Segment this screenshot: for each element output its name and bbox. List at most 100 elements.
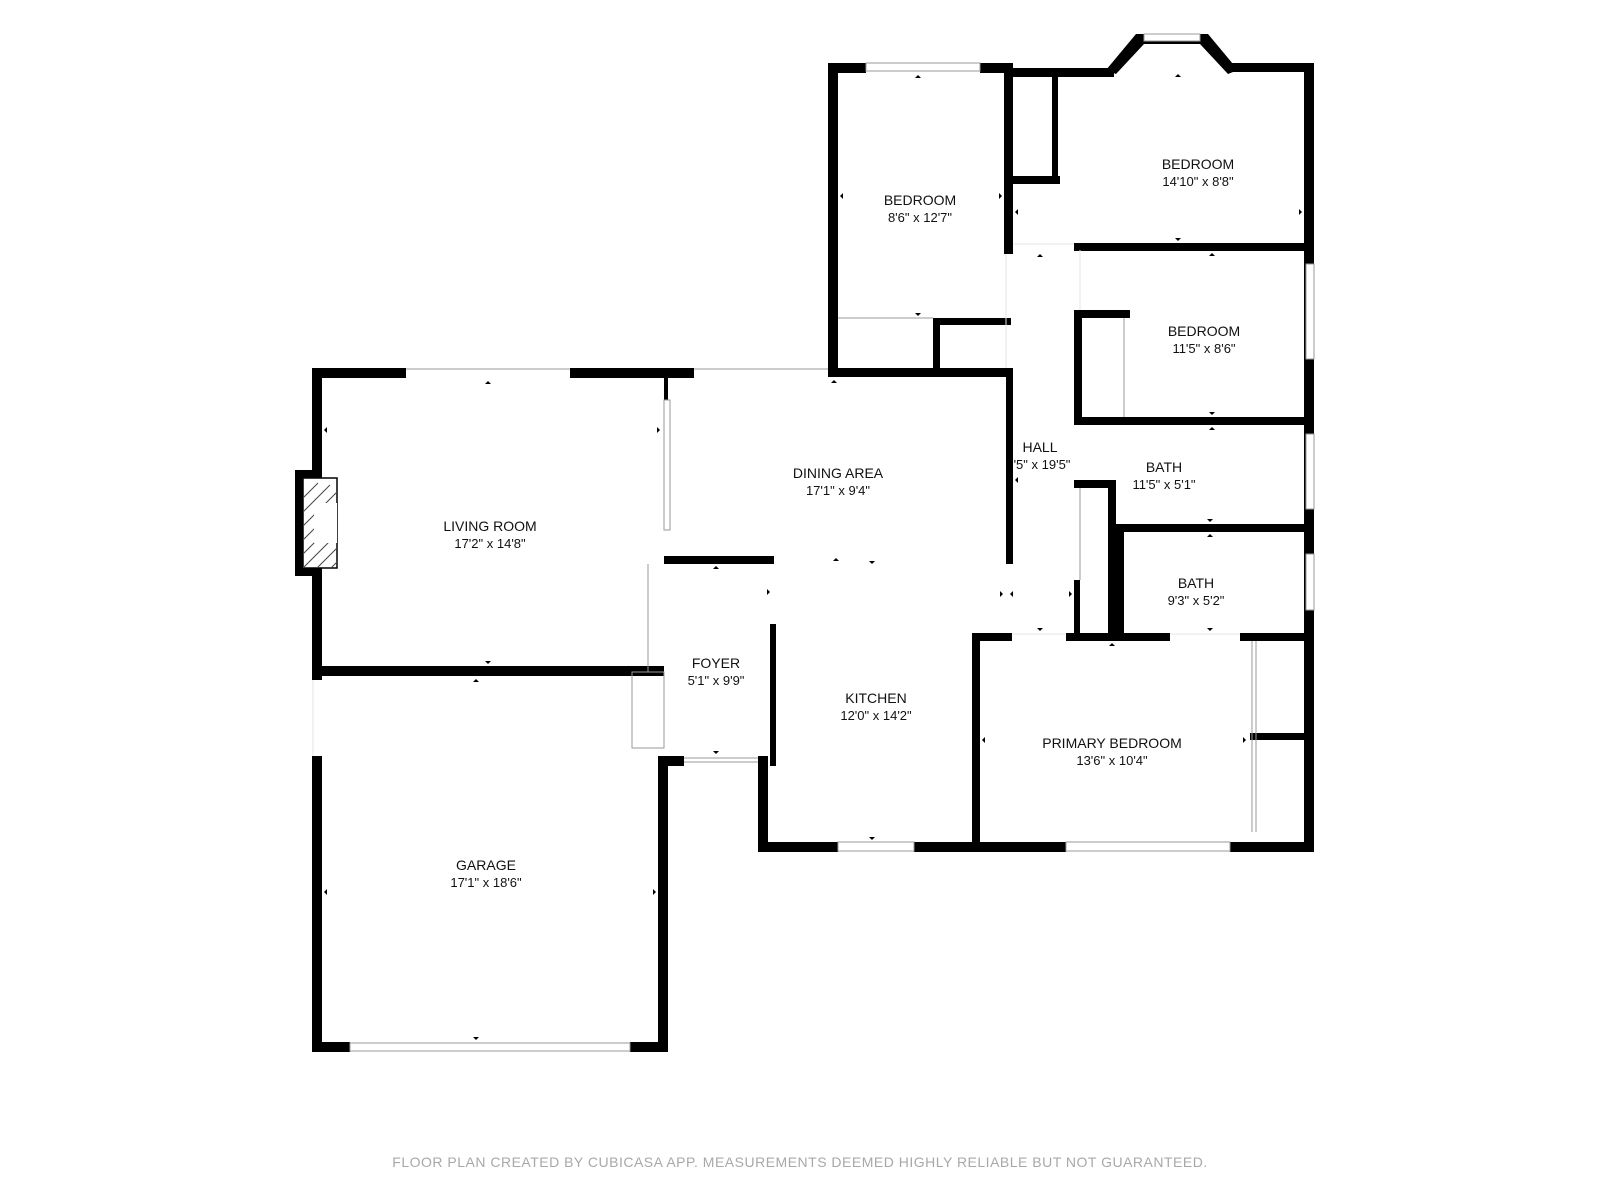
room-dimensions: 12'0" x 14'2" bbox=[840, 708, 912, 723]
window bbox=[865, 62, 981, 72]
wall bbox=[630, 1042, 668, 1052]
marker bbox=[653, 889, 656, 895]
bedroom-east-label: BEDROOM 11'5" x 8'6" bbox=[1168, 323, 1240, 356]
marker bbox=[999, 193, 1002, 199]
wall bbox=[312, 368, 406, 378]
window bbox=[1143, 33, 1201, 42]
bedroom-ne-label: BEDROOM 14'10" x 8'8" bbox=[1162, 156, 1234, 189]
window bbox=[1305, 553, 1315, 611]
wall bbox=[1074, 243, 1304, 251]
wall bbox=[1074, 310, 1130, 318]
marker bbox=[840, 193, 843, 199]
marker bbox=[1299, 209, 1302, 215]
room-name: BEDROOM bbox=[1168, 323, 1240, 339]
window bbox=[663, 399, 671, 531]
room-name: BEDROOM bbox=[884, 192, 956, 208]
room-name: HALL bbox=[1022, 439, 1057, 455]
wall bbox=[1232, 63, 1314, 72]
wall bbox=[914, 842, 1066, 852]
window bbox=[837, 841, 915, 852]
primary-bedroom-label: PRIMARY BEDROOM 13'6" x 10'4" bbox=[1042, 735, 1182, 768]
wall bbox=[1240, 633, 1314, 641]
room-name: KITCHEN bbox=[845, 690, 906, 706]
room-dimensions: 5'1" x 9'9" bbox=[688, 673, 745, 688]
dining-area-label: DINING AREA 17'1" x 9'4" bbox=[793, 465, 884, 498]
marker bbox=[1175, 74, 1181, 77]
marker bbox=[869, 837, 875, 840]
wall bbox=[1116, 527, 1124, 633]
wall bbox=[972, 633, 980, 852]
marker bbox=[657, 427, 660, 433]
marker bbox=[1000, 591, 1003, 597]
wall bbox=[1066, 633, 1170, 641]
wall bbox=[1006, 68, 1114, 77]
walls bbox=[295, 34, 1314, 1052]
room-dimensions: '5" x 19'5" bbox=[1014, 457, 1071, 472]
wall bbox=[758, 756, 768, 852]
room-dimensions: 17'2" x 14'8" bbox=[454, 536, 526, 551]
marker bbox=[1209, 253, 1215, 256]
wall bbox=[312, 1042, 350, 1052]
wall bbox=[972, 633, 1012, 641]
room-name: BEDROOM bbox=[1162, 156, 1234, 172]
room-dimensions: 17'1" x 18'6" bbox=[450, 875, 522, 890]
marker bbox=[1109, 643, 1115, 646]
wall bbox=[570, 368, 694, 378]
living-room-label: LIVING ROOM 17'2" x 14'8" bbox=[443, 518, 536, 551]
window bbox=[1305, 263, 1315, 360]
marker bbox=[1207, 628, 1213, 631]
marker bbox=[473, 679, 479, 682]
wall bbox=[312, 666, 664, 676]
bedroom-nw-label: BEDROOM 8'6" x 12'7" bbox=[884, 192, 956, 225]
bay-window-frame bbox=[1106, 34, 1238, 74]
marker bbox=[1175, 238, 1181, 241]
marker bbox=[767, 589, 770, 595]
marker bbox=[1015, 209, 1018, 215]
wall bbox=[828, 368, 1013, 377]
wall bbox=[933, 318, 940, 375]
room-dimensions: 8'6" x 12'7" bbox=[888, 210, 952, 225]
wall bbox=[980, 63, 1013, 73]
marker bbox=[982, 737, 985, 743]
openings bbox=[312, 243, 1257, 832]
wall bbox=[1074, 580, 1080, 635]
marker bbox=[1069, 591, 1072, 597]
window bbox=[1065, 841, 1231, 852]
marker bbox=[473, 1037, 479, 1040]
marker bbox=[485, 381, 491, 384]
wall bbox=[658, 756, 684, 766]
marker bbox=[1037, 254, 1043, 257]
marker bbox=[915, 313, 921, 316]
room-name: FOYER bbox=[692, 655, 740, 671]
wall bbox=[658, 756, 668, 1052]
marker bbox=[324, 427, 327, 433]
wall bbox=[1076, 417, 1304, 425]
room-dimensions: 11'5" x 8'6" bbox=[1172, 341, 1235, 356]
marker bbox=[713, 566, 719, 569]
room-dimensions: 9'3" x 5'2" bbox=[1168, 593, 1225, 608]
wall bbox=[312, 756, 322, 1052]
foyer-label: FOYER 5'1" x 9'9" bbox=[688, 655, 745, 688]
marker bbox=[1015, 477, 1018, 483]
wall bbox=[1230, 842, 1314, 852]
window bbox=[1305, 433, 1315, 510]
marker bbox=[485, 661, 491, 664]
room-dimensions: 13'6" x 10'4" bbox=[1076, 753, 1148, 768]
bath-lower-label: BATH 9'3" x 5'2" bbox=[1168, 575, 1225, 608]
room-name: PRIMARY BEDROOM bbox=[1042, 735, 1182, 751]
garage-label: GARAGE 17'1" x 18'6" bbox=[450, 857, 522, 890]
marker bbox=[1207, 519, 1213, 522]
room-name: DINING AREA bbox=[793, 465, 884, 481]
marker bbox=[1209, 412, 1215, 415]
wall bbox=[758, 842, 838, 852]
wall bbox=[1052, 72, 1058, 184]
wall bbox=[933, 318, 1011, 325]
room-dimensions: 14'10" x 8'8" bbox=[1162, 174, 1234, 189]
marker bbox=[1209, 427, 1215, 430]
wall bbox=[1010, 176, 1060, 184]
closet-outline bbox=[631, 671, 665, 749]
wall bbox=[1250, 733, 1306, 740]
window bbox=[349, 1042, 631, 1052]
bath-upper-label: BATH 11'5" x 5'1" bbox=[1132, 459, 1195, 492]
